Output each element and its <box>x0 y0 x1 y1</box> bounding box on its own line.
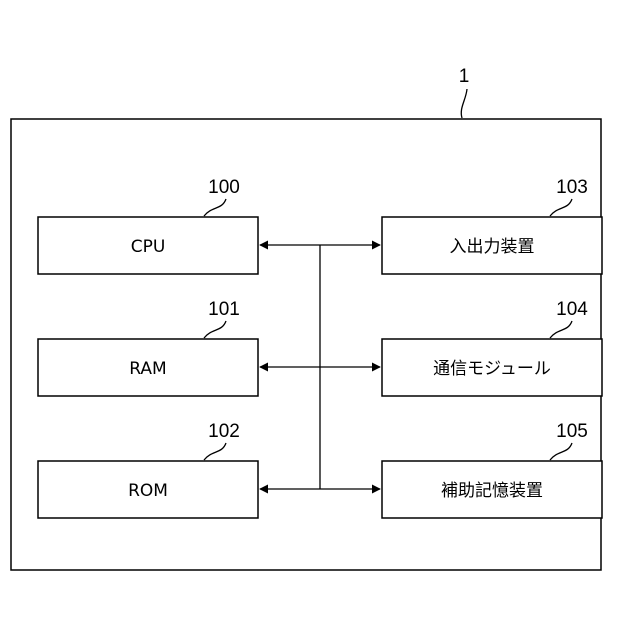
rom-leader-line <box>204 443 226 460</box>
io-device-ref-number: 103 <box>556 177 588 198</box>
io-device-label: 入出力装置 <box>450 237 535 257</box>
system-leader-line <box>461 89 467 118</box>
ram-leader-line <box>204 321 226 338</box>
cpu-label: CPU <box>131 237 166 257</box>
rom-label: ROM <box>128 481 168 501</box>
rom-ref-number: 102 <box>208 421 240 442</box>
ram-label: RAM <box>129 359 166 379</box>
cpu-ref-number: 100 <box>208 177 240 198</box>
comm-module-label: 通信モジュール <box>433 359 551 379</box>
aux-storage-leader-line <box>550 443 572 460</box>
comm-module-leader-line <box>550 321 572 338</box>
cpu-leader-line <box>204 199 226 216</box>
aux-storage-label: 補助記憶装置 <box>441 481 543 501</box>
io-device-leader-line <box>550 199 572 216</box>
comm-module-ref-number: 104 <box>556 299 588 320</box>
ram-ref-number: 101 <box>208 299 240 320</box>
system-ref-number: 1 <box>459 66 470 87</box>
aux-storage-ref-number: 105 <box>556 421 588 442</box>
